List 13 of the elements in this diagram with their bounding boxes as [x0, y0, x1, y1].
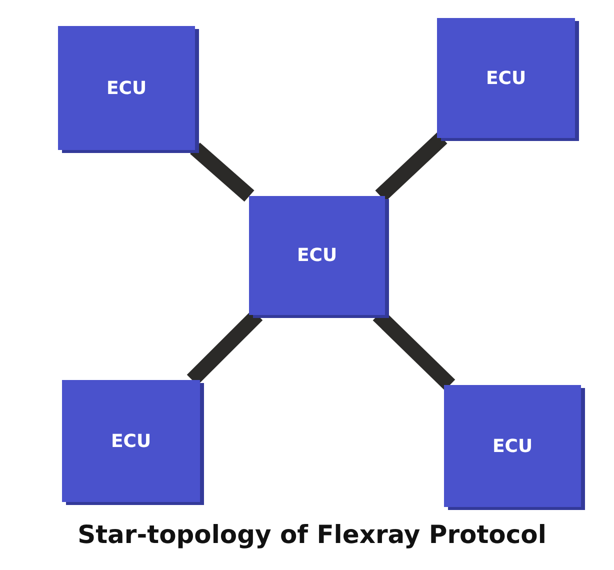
- ecu-box: [444, 385, 581, 507]
- caption: Star-topology of Flexray Protocol: [76, 520, 548, 549]
- node-label: ECU: [296, 245, 338, 266]
- node-label: ECU: [492, 436, 533, 456]
- node-label: ECU: [106, 78, 147, 98]
- node-label: ECU: [486, 68, 526, 88]
- connector-line: [190, 142, 254, 202]
- ecu-box: [249, 196, 385, 315]
- connector-line: [375, 132, 448, 202]
- ecu-box: [62, 380, 200, 502]
- ecu-box: [58, 26, 195, 150]
- ecu-box: [437, 18, 575, 138]
- node-label: ECU: [110, 430, 152, 452]
